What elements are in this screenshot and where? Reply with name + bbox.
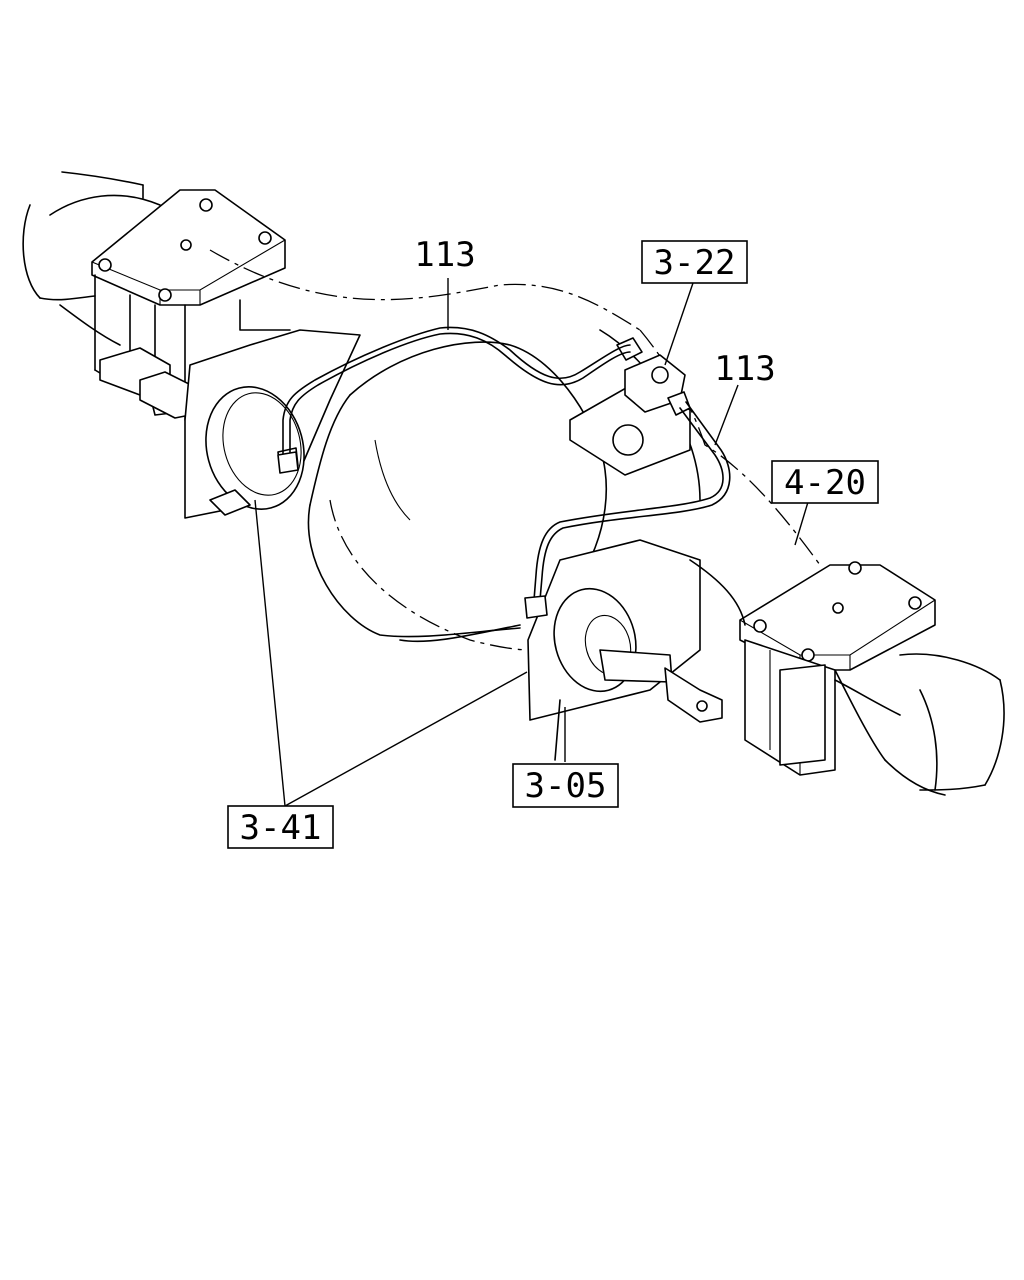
right-brake-chamber — [527, 539, 723, 761]
left-axle-housing — [22, 171, 291, 421]
callout-3-22-label: 3-22 — [654, 243, 736, 283]
callout-3-05: 3-05 — [512, 763, 619, 808]
callout-3-05-label: 3-05 — [525, 766, 607, 806]
callout-4-20-label: 4-20 — [784, 463, 866, 503]
callout-3-41: 3-41 — [227, 805, 334, 849]
callout-4-20: 4-20 — [771, 460, 879, 504]
callout-113-right: 113 — [714, 349, 775, 389]
right-axle-housing — [689, 559, 1005, 796]
relay-valve-bracket — [569, 337, 691, 476]
brake-pipe-left — [277, 326, 631, 474]
brake-pipe-right — [524, 401, 731, 619]
callout-3-22: 3-22 — [641, 240, 748, 284]
callout-3-41-label: 3-41 — [240, 808, 322, 848]
differential-housing — [209, 249, 821, 651]
leader-lines — [254, 278, 809, 807]
left-brake-chamber — [184, 329, 361, 519]
callout-113-top: 113 — [414, 235, 475, 275]
